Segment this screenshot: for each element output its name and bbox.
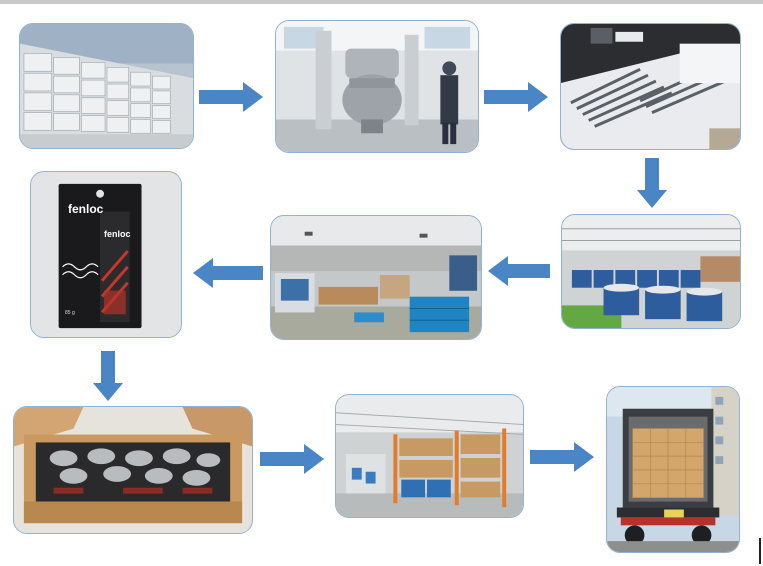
arrow-down-icon: [637, 158, 667, 208]
photo-mixing-machine: [275, 20, 479, 153]
photo-material-drums-warehouse: [561, 214, 741, 329]
arrow-right-icon: [484, 82, 548, 112]
package-brand-text: fenloc: [68, 202, 104, 216]
photo-filling-lab: [560, 23, 741, 150]
tube-brand-text: fenloc: [104, 229, 131, 239]
text-cursor: [759, 538, 761, 564]
package-net-weight: 85 g: [65, 310, 75, 316]
arrow-right-icon: [260, 444, 324, 474]
arrow-left-icon: [488, 256, 550, 286]
arrow-right-icon: [199, 82, 263, 112]
arrow-right-icon: [530, 442, 594, 472]
photo-storage-warehouse: [335, 394, 524, 518]
photo-boxed-tubes: [13, 406, 253, 534]
arrow-left-icon: [193, 258, 263, 288]
top-divider: [0, 0, 763, 4]
photo-packaging-workshop: [270, 215, 482, 340]
photo-raw-materials-pallets: [19, 23, 194, 149]
photo-container-loading: [606, 386, 740, 553]
arrow-down-icon: [93, 351, 123, 401]
photo-finished-product-package: fenloc fenloc 85 g: [30, 171, 182, 338]
